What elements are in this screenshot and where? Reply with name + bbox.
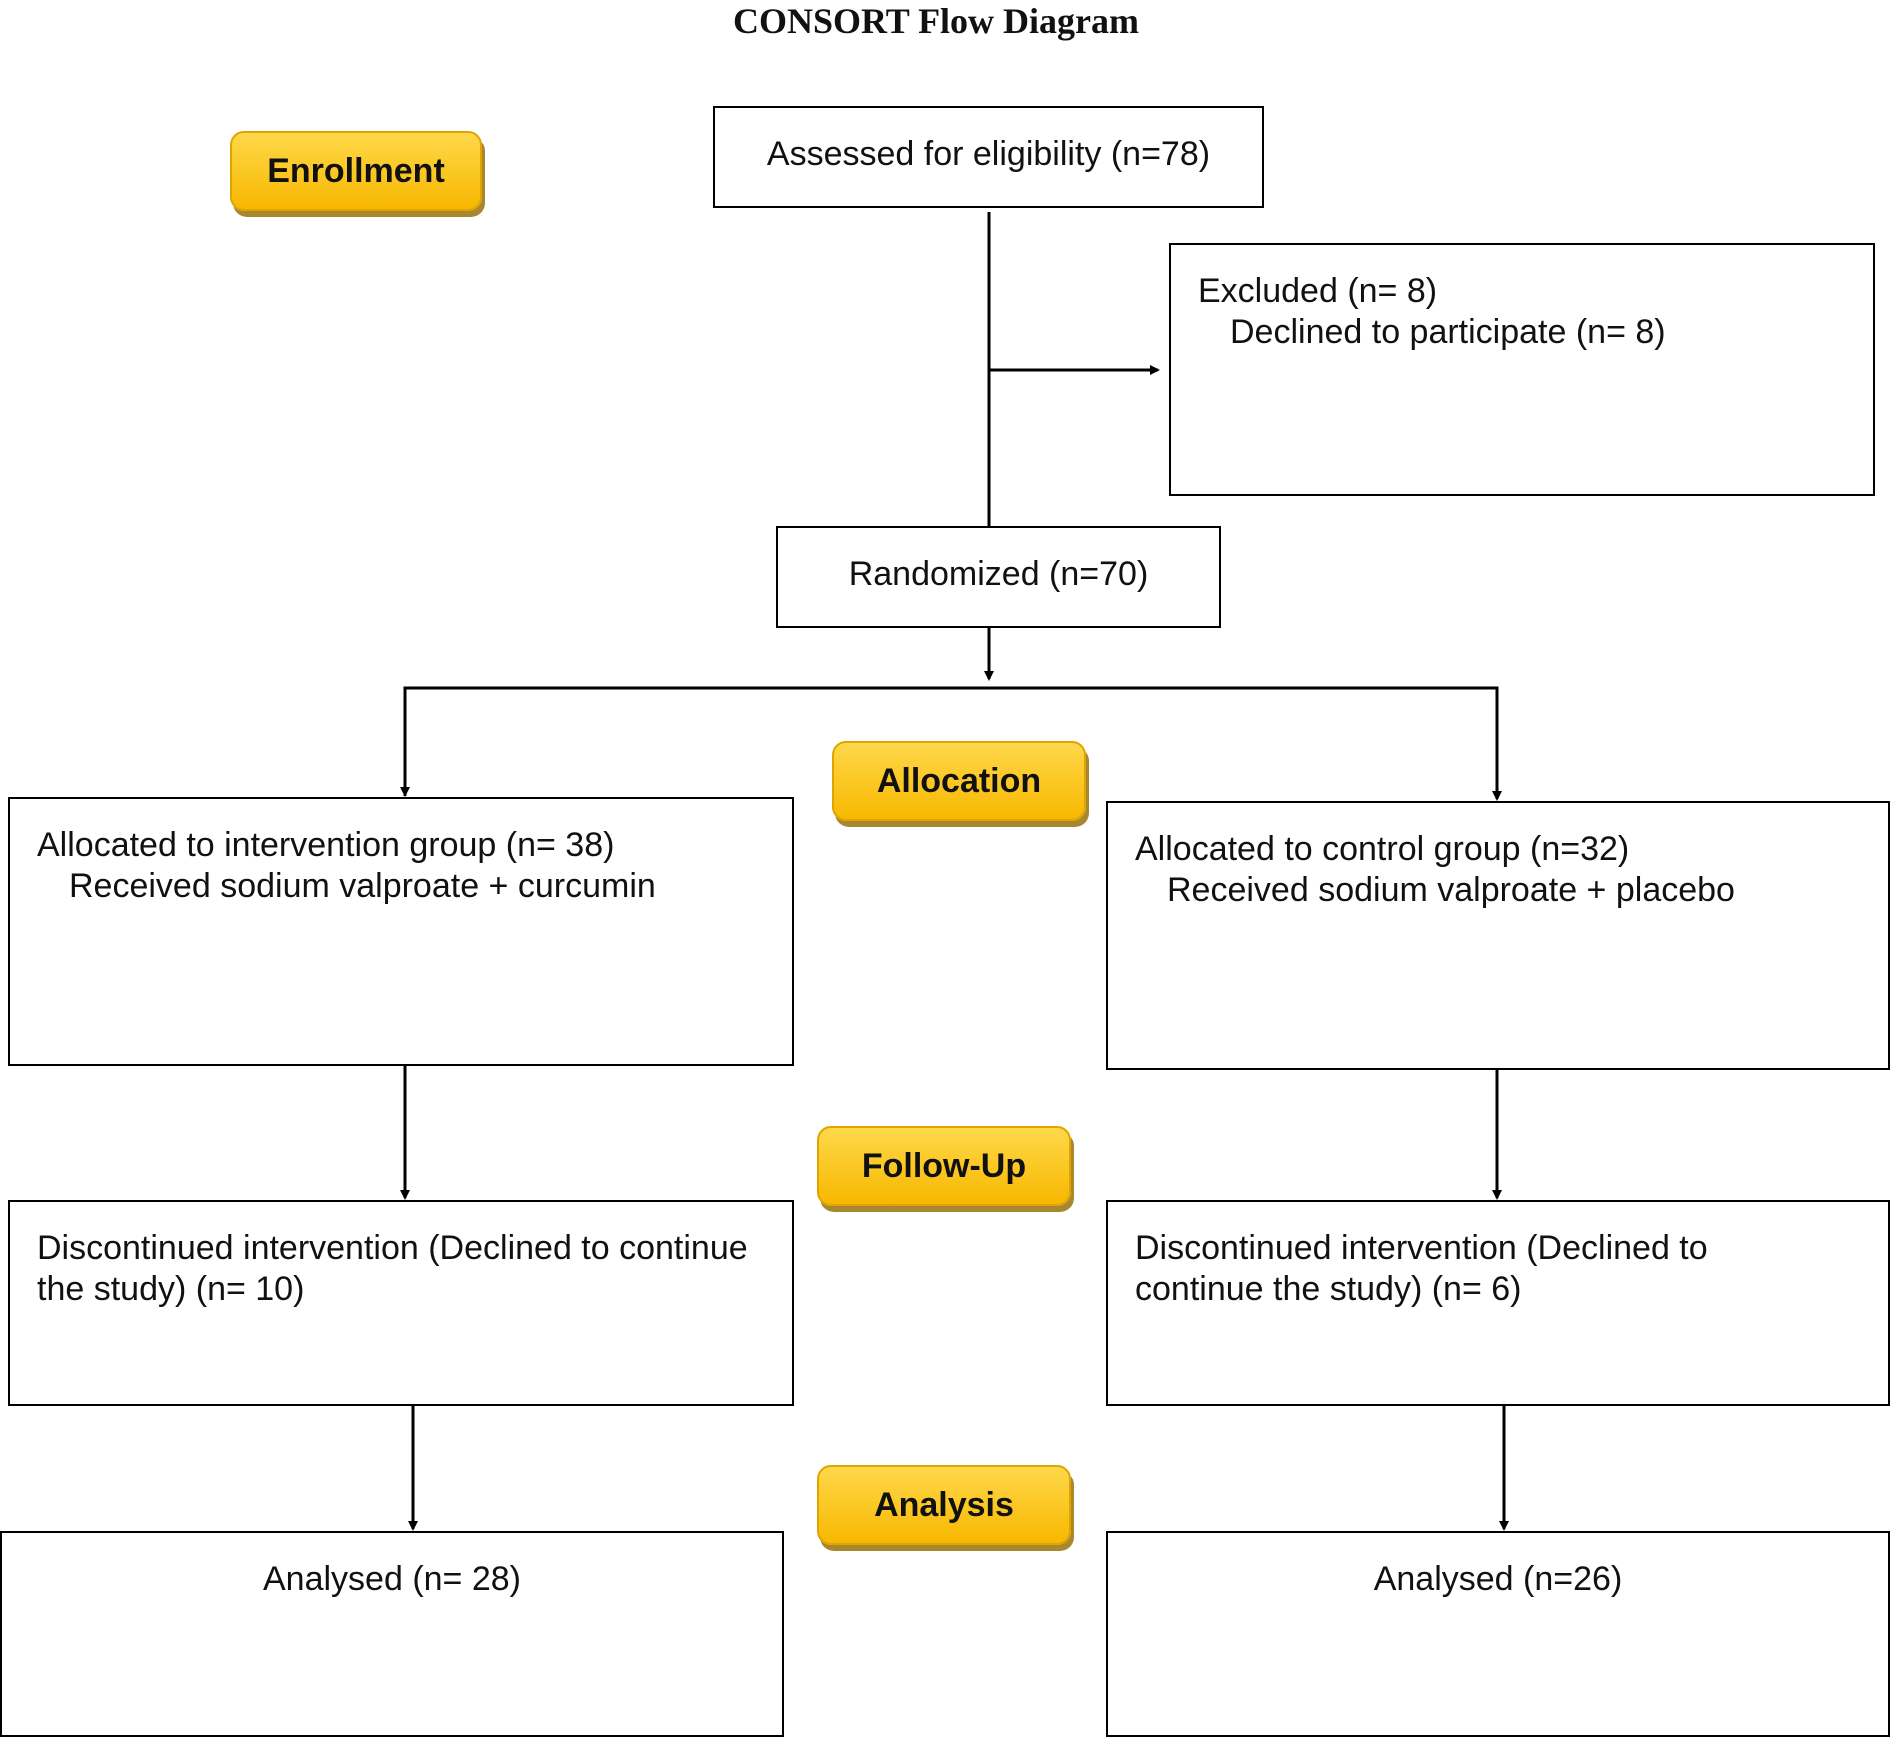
split-connector xyxy=(403,686,1499,796)
discont-intervention-text: Discontinued intervention (Declined to c… xyxy=(37,1229,748,1309)
stage-label-follow-up: Follow-Up xyxy=(817,1126,1071,1206)
alloc-intervention-box: Allocated to intervention group (n= 38) … xyxy=(8,797,794,1066)
analysed-intervention-text: Analysed (n= 28) xyxy=(263,1560,521,1598)
randomized-text: Randomized (n=70) xyxy=(848,555,1149,593)
excluded-reason: Declined to participate (n= 8) xyxy=(1230,313,1666,352)
discont-intervention-box: Discontinued intervention (Declined to c… xyxy=(8,1200,794,1406)
stage-label-analysis: Analysis xyxy=(817,1465,1071,1545)
discont-control-text: Discontinued intervention (Declined to c… xyxy=(1135,1229,1708,1309)
alloc-intervention-detail: Received sodium valproate + curcumin xyxy=(69,867,656,906)
stage-label-allocation: Allocation xyxy=(832,741,1086,821)
excluded-box: Excluded (n= 8) Declined to participate … xyxy=(1169,243,1875,496)
alloc-control-detail: Received sodium valproate + placebo xyxy=(1167,871,1735,910)
randomized-box: Randomized (n=70) xyxy=(776,526,1221,628)
assessed-text: Assessed for eligibility (n=78) xyxy=(766,135,1211,173)
analysed-control-box: Analysed (n=26) xyxy=(1106,1531,1890,1737)
alloc-control-box: Allocated to control group (n=32) Receiv… xyxy=(1106,801,1890,1070)
analysed-intervention-box: Analysed (n= 28) xyxy=(0,1531,784,1737)
discont-control-box: Discontinued intervention (Declined to c… xyxy=(1106,1200,1890,1406)
stage-label-enrollment: Enrollment xyxy=(230,131,482,211)
assessed-box: Assessed for eligibility (n=78) xyxy=(713,106,1264,208)
alloc-control-text: Allocated to control group (n=32) xyxy=(1135,830,1630,868)
excluded-text: Excluded (n= 8) xyxy=(1198,272,1438,310)
analysed-control-text: Analysed (n=26) xyxy=(1373,1560,1623,1598)
page-title: CONSORT Flow Diagram xyxy=(732,1,1140,41)
alloc-intervention-text: Allocated to intervention group (n= 38) xyxy=(37,826,615,864)
